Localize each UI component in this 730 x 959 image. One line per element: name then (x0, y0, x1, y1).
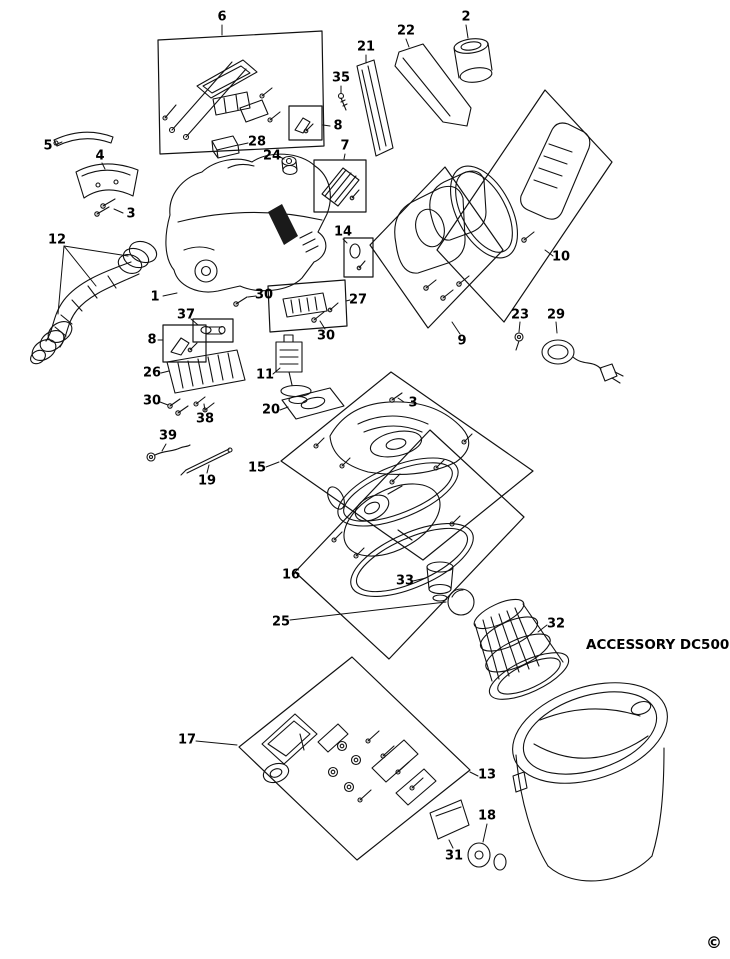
part-3-screws-left (94, 198, 116, 217)
part-7-filter-grate (321, 167, 360, 207)
part-label-16: 16 (281, 567, 301, 583)
part-label-13: 13 (477, 767, 497, 783)
box-8-mid (162, 324, 207, 363)
part-label-8: 8 (147, 332, 157, 348)
part-label-26: 26 (142, 365, 162, 381)
box-37 (192, 318, 234, 343)
part-18-wheel-ring (467, 842, 507, 871)
part-label-6: 6 (217, 9, 227, 25)
box-17 (238, 656, 471, 861)
part-label-14: 14 (333, 224, 353, 240)
part-8-bracket-top (294, 117, 314, 134)
part-label-12: 12 (47, 232, 67, 248)
part-label-21: 21 (356, 39, 376, 55)
part-33-cup (426, 561, 454, 602)
part-label-17: 17 (177, 732, 197, 748)
part-label-7: 7 (340, 138, 350, 154)
part-8-bracket-mid (170, 337, 198, 356)
part-label-22: 22 (396, 23, 416, 39)
part-label-24: 24 (262, 148, 282, 164)
part-24-knob (281, 155, 298, 176)
part-16-volute-assembly (327, 483, 474, 598)
part-2-adapter (453, 38, 493, 83)
box-6 (157, 30, 325, 155)
part-label-10: 10 (551, 249, 571, 265)
part-label-30: 30 (254, 287, 274, 303)
assembly-box-outlines (157, 30, 613, 861)
part-label-11: 11 (255, 367, 275, 383)
part-39-wire (146, 444, 191, 462)
box-8-top (288, 105, 323, 141)
part-14-seal (349, 243, 366, 271)
part-37-roller (200, 325, 226, 335)
part-label-27: 27 (348, 292, 368, 308)
part-6-handle-kit (162, 59, 281, 141)
part-25-float-ball (447, 588, 475, 616)
box-10 (436, 89, 613, 323)
part-19-rod (180, 447, 233, 476)
part-15-cover-assembly (313, 401, 473, 527)
part-29-power-cord (541, 339, 624, 384)
part-label-15: 15 (247, 460, 267, 476)
part-27-panel (282, 292, 339, 318)
box-16 (294, 429, 525, 660)
part-1-main-housing (165, 153, 331, 293)
box-27 (267, 279, 348, 333)
part-30-screws (167, 296, 325, 416)
part-label-39: 39 (158, 428, 178, 444)
part-4-cover (75, 163, 139, 199)
part-label-38: 38 (195, 411, 215, 427)
part-label-32: 32 (546, 616, 566, 632)
part-label-30: 30 (142, 393, 162, 409)
part-label-33: 33 (395, 573, 415, 589)
part-label-29: 29 (546, 307, 566, 323)
part-22-utility-nozzle (394, 43, 472, 127)
part-label-25: 25 (271, 614, 291, 630)
part-23-grommet (514, 332, 524, 351)
part-32-filter-cartridge (473, 598, 570, 700)
part-label-9: 9 (457, 333, 467, 349)
part-label-2: 2 (461, 9, 471, 25)
tank-canister (512, 682, 668, 882)
part-17-caster-kit (261, 713, 437, 806)
part-28-block (211, 135, 240, 159)
part-label-30: 30 (316, 328, 336, 344)
part-label-3: 3 (126, 206, 136, 222)
part-label-35: 35 (331, 70, 351, 86)
part-20-plate (281, 387, 345, 420)
part-label-3: 3 (408, 395, 418, 411)
accessory-label: ACCESSORY DC5001 (586, 637, 730, 653)
part-label-19: 19 (197, 473, 217, 489)
part-label-20: 20 (261, 402, 281, 418)
part-31-plate (429, 799, 470, 840)
part-label-8: 8 (333, 118, 343, 134)
part-21-crevice-wand (356, 59, 394, 157)
leader-lines (54, 24, 558, 849)
part-10-motor-cover (449, 122, 591, 259)
part-26-grille (166, 349, 246, 394)
part-label-28: 28 (247, 134, 267, 150)
box-15 (280, 371, 534, 561)
part-label-37: 37 (176, 307, 196, 323)
box-14 (343, 237, 374, 278)
part-label-1: 1 (150, 289, 160, 305)
copyright-symbol: © (706, 933, 722, 952)
part-label-18: 18 (477, 808, 497, 824)
box-9 (369, 166, 504, 329)
part-label-31: 31 (444, 848, 464, 864)
box-7 (313, 159, 367, 213)
part-label-5: 5 (43, 138, 53, 154)
part-9-housing-shells (394, 170, 487, 301)
part-12-hose-assembly (30, 240, 158, 365)
part-label-23: 23 (510, 307, 530, 323)
part-label-4: 4 (95, 148, 105, 164)
